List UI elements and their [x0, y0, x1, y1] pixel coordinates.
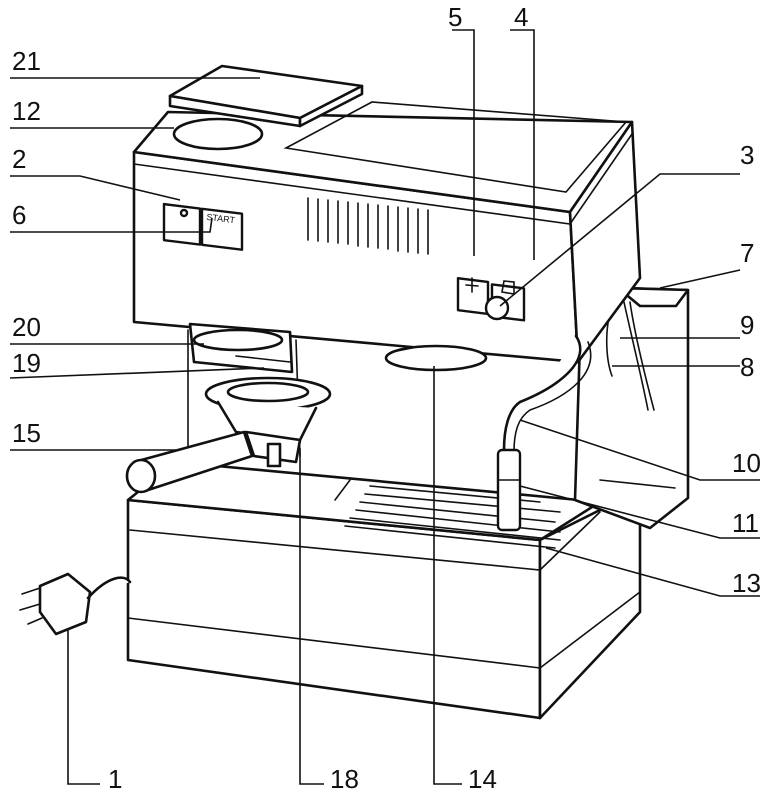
leader-4 — [510, 29, 535, 260]
leader-14 — [433, 366, 462, 785]
leader-lines — [9, 29, 760, 785]
top-lid — [168, 64, 364, 128]
callout-6: 6 — [12, 200, 26, 230]
leader-7 — [659, 269, 741, 289]
callout-7: 7 — [740, 238, 754, 268]
callout-1: 1 — [108, 764, 122, 794]
callout-2: 2 — [12, 144, 26, 174]
callout-12: 12 — [12, 96, 41, 126]
callout-numbers: 21 12 2 6 20 19 15 5 4 3 7 9 8 10 11 13 … — [12, 2, 761, 794]
steam-wand — [496, 334, 592, 532]
base-housing — [126, 488, 642, 720]
leader-5 — [452, 29, 475, 256]
callout-3: 3 — [740, 140, 754, 170]
callout-11: 11 — [732, 508, 759, 538]
leader-2 — [10, 175, 181, 201]
leader-3 — [499, 173, 740, 307]
callout-5: 5 — [448, 2, 462, 32]
leader-18 — [299, 448, 324, 785]
machine-illustration: START — [19, 64, 690, 720]
callout-20: 20 — [12, 312, 41, 342]
portafilter — [125, 376, 332, 494]
drip-tray-grille — [344, 485, 561, 549]
callout-9: 9 — [740, 310, 754, 340]
leader-10 — [519, 419, 760, 481]
callout-13: 13 — [732, 568, 761, 598]
leader-6 — [10, 217, 213, 233]
callout-4: 4 — [514, 2, 528, 32]
leader-11 — [519, 485, 760, 539]
callout-8: 8 — [740, 352, 754, 382]
callout-19: 19 — [12, 348, 41, 378]
main-body — [132, 101, 642, 364]
callout-21: 21 — [12, 46, 41, 76]
callout-14: 14 — [468, 764, 497, 794]
power-plug — [19, 572, 132, 636]
steam-knob — [484, 295, 510, 321]
start-switch-label: START — [206, 212, 236, 225]
brew-group — [187, 322, 301, 471]
callout-18: 18 — [330, 764, 359, 794]
callout-10: 10 — [732, 448, 761, 478]
leader-19 — [9, 367, 265, 379]
leader-1 — [67, 630, 100, 785]
leader-13 — [545, 547, 760, 597]
callout-15: 15 — [12, 418, 41, 448]
vent-slots — [307, 197, 429, 255]
water-tank — [573, 286, 690, 530]
center-outlet — [384, 344, 488, 372]
